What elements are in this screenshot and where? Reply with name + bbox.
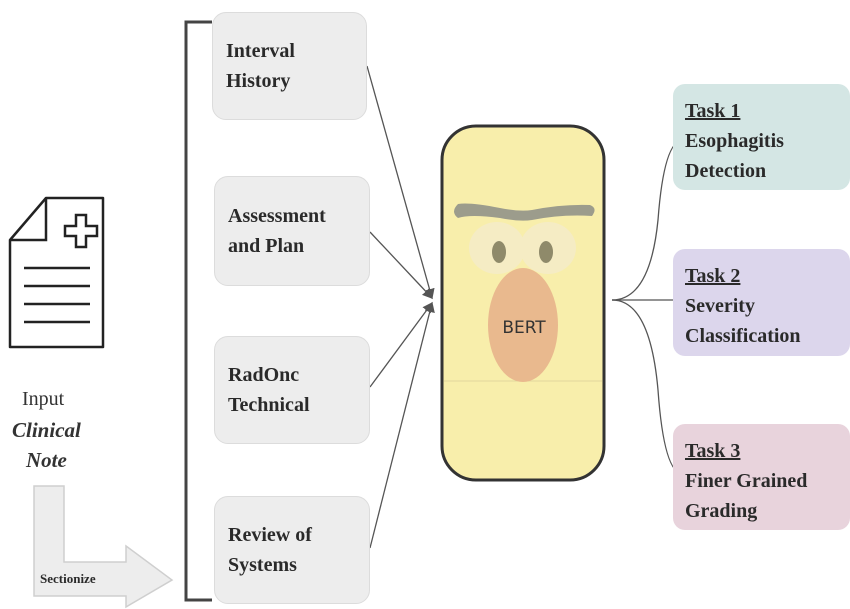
task-2-box: Task 2 Severity Classification <box>673 249 850 356</box>
task-title: Task 1 <box>685 100 741 122</box>
input-note-label: Note <box>26 448 67 472</box>
clinical-note-icon <box>8 196 105 349</box>
bert-model-icon <box>440 124 606 482</box>
task-label-line2: Classification <box>685 325 801 347</box>
task-1-box: Task 1 Esophagitis Detection <box>673 84 850 190</box>
section-assessment-and-plan: Assessment and Plan <box>214 176 370 286</box>
input-clinical-label: Clinical <box>12 418 81 442</box>
task-title: Task 3 <box>685 440 741 462</box>
task-label-line1: Severity <box>685 295 755 317</box>
section-to-bert-arrows <box>366 65 435 549</box>
task-3-box: Task 3 Finer Grained Grading <box>673 424 850 530</box>
section-label-line2: and Plan <box>228 235 305 257</box>
task-label-line2: Detection <box>685 160 767 182</box>
section-radonc-technical: RadOnc Technical <box>214 336 370 444</box>
section-label-line2: Systems <box>228 554 297 576</box>
section-interval-history: Interval History <box>212 12 367 120</box>
input-label: Input <box>22 388 65 410</box>
section-label-line1: Review of <box>228 524 312 546</box>
section-label-line1: Assessment <box>228 205 326 227</box>
task-label-line2: Grading <box>685 500 758 522</box>
section-label-line2: Technical <box>228 394 310 416</box>
section-review-of-systems: Review of Systems <box>214 496 370 604</box>
task-title: Task 2 <box>685 265 741 287</box>
sectionize-arrow <box>33 485 174 609</box>
task-label-line1: Finer Grained <box>685 470 808 492</box>
sectionize-label: Sectionize <box>40 571 96 586</box>
section-label-line1: Interval <box>226 40 295 62</box>
task-label-line1: Esophagitis <box>685 130 784 152</box>
section-label-line2: History <box>226 70 291 92</box>
bert-label: BERT <box>502 318 546 338</box>
bert-to-task-connectors <box>611 139 684 475</box>
sections-bracket <box>184 20 212 602</box>
section-label-line1: RadOnc <box>228 364 300 386</box>
